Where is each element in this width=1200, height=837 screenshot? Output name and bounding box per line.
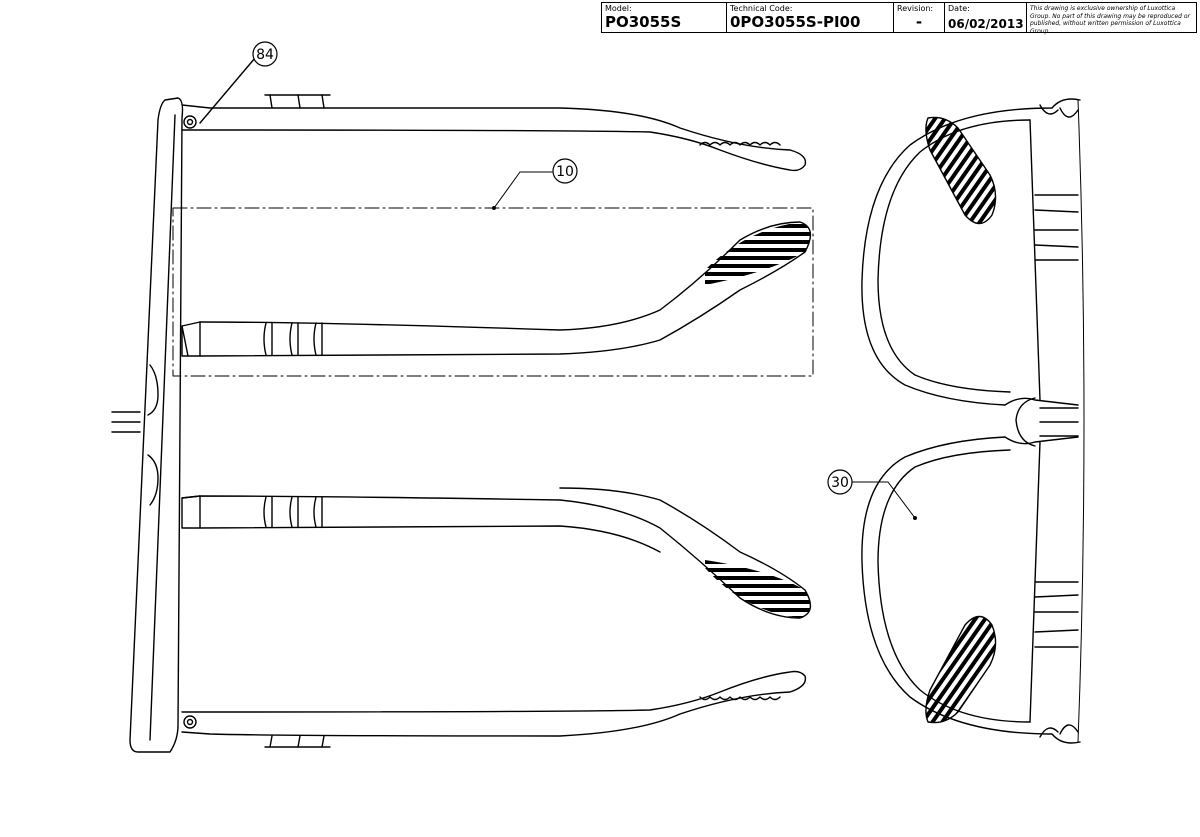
- date-label: Date:: [948, 4, 970, 13]
- revision-cell: Revision: -: [894, 3, 945, 32]
- technical-code-cell: Technical Code: 0PO3055S-PI00: [727, 3, 894, 32]
- callout-30-label: 30: [831, 475, 849, 491]
- revision-value: -: [915, 13, 923, 31]
- revision-label: Revision:: [897, 4, 934, 13]
- title-block: Model: PO3055S Technical Code: 0PO3055S-…: [601, 2, 1197, 35]
- date-cell: Date: 06/02/2013: [945, 3, 1027, 32]
- ownership-notice: This drawing is exclusive ownership of L…: [1030, 5, 1191, 35]
- ownership-cell: This drawing is exclusive ownership of L…: [1027, 3, 1196, 35]
- date-value: 06/02/2013: [948, 17, 1024, 31]
- front-view-bridge: [1015, 397, 1079, 447]
- callout-84: 84: [252, 41, 278, 67]
- callout-10-label: 10: [556, 164, 574, 180]
- front-view-lower-rim: [861, 436, 1081, 744]
- callout-30: 30: [827, 469, 853, 495]
- front-view-upper-rim: [861, 98, 1081, 406]
- model-value: PO3055S: [605, 13, 682, 31]
- frame-front-top-view: [111, 97, 184, 753]
- detail-view-frame: [172, 207, 814, 377]
- lower-temple: [181, 670, 807, 748]
- model-label: Model:: [605, 4, 632, 13]
- callout-10: 10: [552, 158, 578, 184]
- model-cell: Model: PO3055S: [602, 3, 727, 32]
- upper-temple: [181, 57, 807, 172]
- callout-10-leader: [493, 171, 521, 209]
- callout-84-label: 84: [256, 47, 274, 63]
- side-temple-upper: [181, 221, 812, 357]
- technical-code-label: Technical Code:: [730, 4, 793, 13]
- technical-code-value: 0PO3055S-PI00: [730, 13, 861, 31]
- side-temple-lower: [181, 487, 812, 619]
